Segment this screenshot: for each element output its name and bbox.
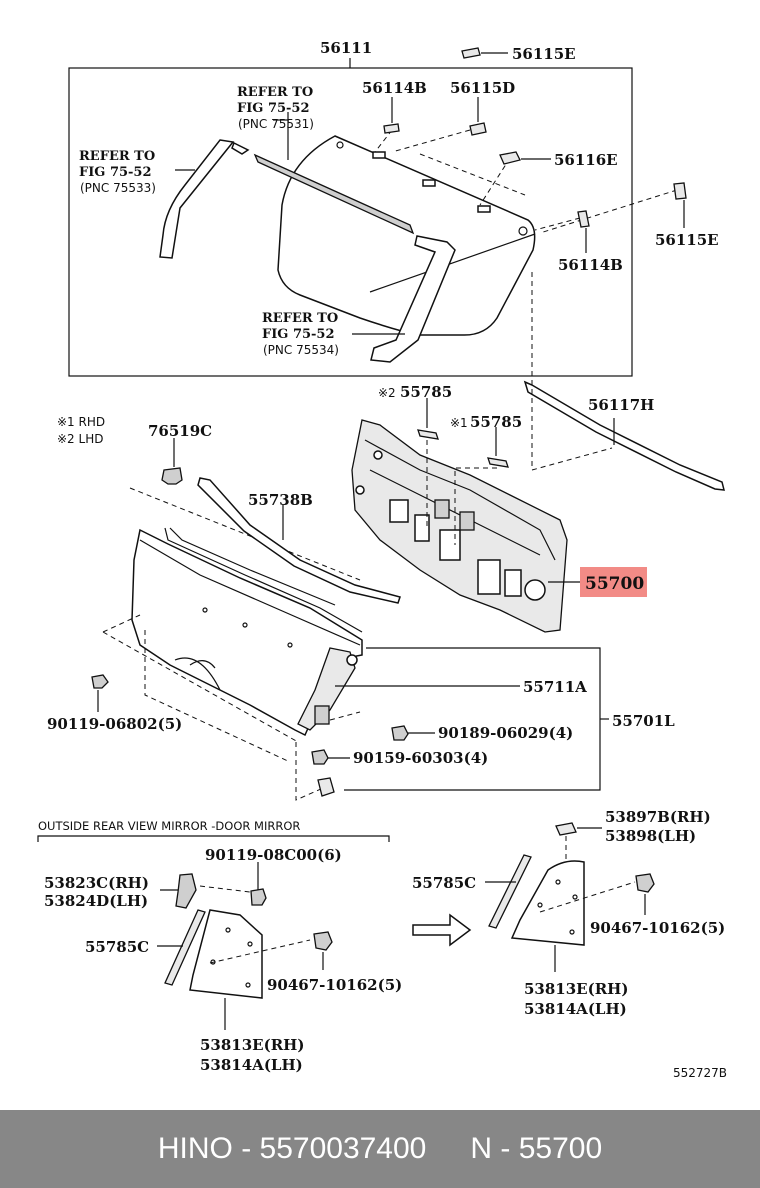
- label-53814a-right: 53814A(LH): [524, 1000, 627, 1018]
- bolt-90159-60303: [311, 749, 329, 765]
- label-53823c: 53823C(RH): [44, 874, 149, 892]
- label-53824d: 53824D(LH): [44, 892, 148, 910]
- label-53897b: 53897B(RH): [605, 808, 711, 826]
- bolt-90467-right: [635, 873, 655, 893]
- section-title: OUTSIDE REAR VIEW MIRROR -DOOR MIRROR: [38, 819, 300, 833]
- label-56114b-right: 56114B: [558, 256, 623, 274]
- clip-56115e-top: [461, 47, 481, 59]
- cowl-louver-panel: [131, 528, 363, 737]
- windshield-glass: [277, 135, 536, 336]
- upper-molding: [253, 153, 415, 235]
- label-55738b: 55738B: [248, 491, 313, 509]
- clip-53897b: [555, 822, 577, 836]
- svg-text:※2: ※2: [378, 386, 396, 400]
- label-90119-08c00: 90119-08C00(6): [205, 846, 342, 864]
- bolt-90467-left: [313, 931, 333, 951]
- label-55701l: 55701L: [612, 712, 675, 730]
- seal-55738b: [197, 477, 401, 604]
- label-53898: 53898(LH): [605, 827, 696, 845]
- label-55711a: 55711A: [523, 678, 587, 696]
- clip-56114b-top: [383, 123, 400, 134]
- svg-text:※1: ※1: [450, 416, 468, 430]
- weatherstrip-56117h: [523, 380, 725, 491]
- clip-56114b-right: [577, 210, 590, 228]
- label-56116e: 56116E: [554, 151, 618, 169]
- label-90467-left: 90467-10162(5): [267, 976, 402, 994]
- washer-part: [317, 777, 335, 797]
- label-53814a-left: 53814A(LH): [200, 1056, 303, 1074]
- bolt-90119-08c00: [250, 888, 267, 906]
- label-53813e-left: 53813E(RH): [200, 1036, 304, 1054]
- label-56115e-top: 56115E: [512, 45, 576, 63]
- label-90159-60303: 90159-60303(4): [353, 749, 488, 767]
- svg-text:(PNC 75534): (PNC 75534): [263, 343, 339, 357]
- cover-53813e-right: [510, 860, 585, 946]
- label-55785-rhd: 55785: [470, 413, 522, 431]
- label-56117h: 56117H: [588, 396, 654, 414]
- svg-text:FIG 75-52: FIG 75-52: [237, 101, 310, 116]
- clip-56115e-right: [673, 182, 687, 200]
- clip-53823c: [175, 873, 197, 909]
- svg-text:(PNC 75531): (PNC 75531): [238, 117, 314, 131]
- footer-reference: N - 55700: [470, 1132, 603, 1165]
- label-56111: 56111: [320, 39, 372, 57]
- bolt-90189-06029: [391, 725, 409, 741]
- bolt-90119-06802: [91, 674, 109, 689]
- cover-53813e-left: [189, 909, 263, 999]
- right-side-molding: [370, 235, 456, 363]
- svg-text:REFER TO: REFER TO: [79, 149, 155, 164]
- clip-56116e: [499, 151, 521, 165]
- parts-diagram: 56111 56115E 56114B 56115D 56116E 56115E…: [37, 39, 727, 1080]
- footer-bar: HINO - 5570037400 N - 55700: [0, 1110, 760, 1188]
- svg-text:(PNC 75533): (PNC 75533): [80, 181, 156, 195]
- label-76519c: 76519C: [148, 422, 212, 440]
- svg-text:REFER TO: REFER TO: [262, 311, 338, 326]
- label-90119-06802: 90119-06802(5): [47, 715, 182, 733]
- note-rhd: ※1 RHD: [57, 415, 105, 429]
- refer-note-75533: REFER TO FIG 75-52 (PNC 75533): [79, 149, 156, 195]
- label-90189-06029: 90189-06029(4): [438, 724, 573, 742]
- note-lhd: ※2 LHD: [57, 432, 103, 446]
- left-side-molding: [159, 139, 235, 259]
- footer-part-number: HINO - 5570037400: [157, 1132, 427, 1165]
- label-55785c-right: 55785C: [412, 874, 476, 892]
- label-90467-right: 90467-10162(5): [590, 919, 725, 937]
- refer-note-75534: REFER TO FIG 75-52 (PNC 75534): [262, 311, 339, 357]
- label-55700: 55700: [585, 574, 644, 594]
- arrow-right-icon: [412, 913, 472, 947]
- label-56115e-right: 56115E: [655, 231, 719, 249]
- label-55785c-left: 55785C: [85, 938, 149, 956]
- strip-55785c-right: [488, 854, 532, 929]
- svg-text:FIG 75-52: FIG 75-52: [262, 327, 335, 342]
- label-56115d: 56115D: [450, 79, 515, 97]
- strip-55785c-left: [164, 909, 206, 986]
- clip-55785-rhd: [487, 457, 509, 468]
- label-56114b-top: 56114B: [362, 79, 427, 97]
- diagram-number: 552727B: [673, 1066, 727, 1080]
- refer-note-75531: REFER TO FIG 75-52 (PNC 75531): [237, 85, 314, 131]
- label-53813e-right: 53813E(RH): [524, 980, 628, 998]
- clip-76519c: [161, 467, 183, 485]
- highlight-55700: [580, 567, 647, 597]
- svg-text:REFER TO: REFER TO: [237, 85, 313, 100]
- clip-55785-lhd: [417, 429, 439, 440]
- clip-56115d: [469, 122, 487, 136]
- svg-text:FIG 75-52: FIG 75-52: [79, 165, 152, 180]
- label-55785-lhd: 55785: [400, 383, 452, 401]
